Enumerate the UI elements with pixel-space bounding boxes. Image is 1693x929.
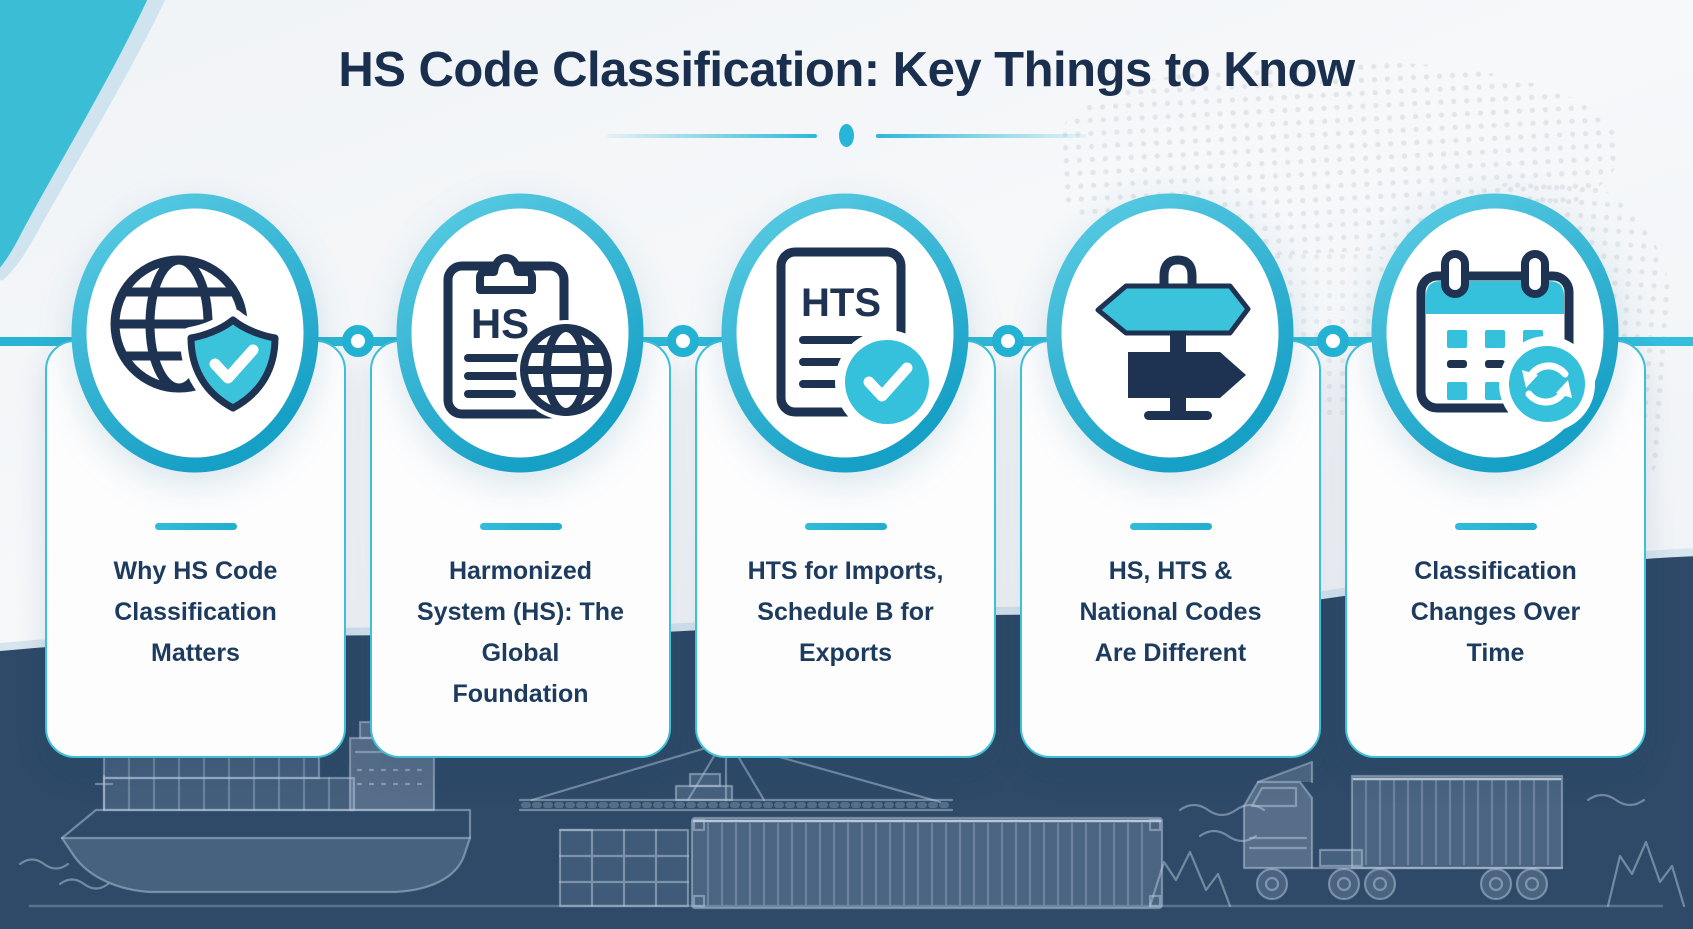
title-divider (0, 124, 1693, 147)
step-column-4: HS, HTS & National Codes Are Different (1020, 0, 1321, 770)
step-icon-circle (70, 192, 320, 474)
step-label: Harmonized System (HS): The Global Found… (417, 557, 624, 708)
clipboard-hs-globe-icon: HS (443, 254, 616, 420)
step-label: HS, HTS & National Codes Are Different (1079, 557, 1262, 667)
step-icon-circle (1045, 192, 1295, 474)
timeline-node-ring (992, 325, 1024, 357)
step-column-2: Harmonized System (HS): The Global Found… (370, 0, 671, 770)
card-divider (804, 523, 887, 530)
step-icon-circle: HS (395, 192, 645, 474)
calendar-refresh-icon (1416, 250, 1595, 432)
signpost-icon (1095, 255, 1251, 420)
step-icon-circle: HTS (720, 192, 970, 474)
step-column-1: Why HS Code Classification Matters (45, 0, 346, 770)
card-divider (154, 523, 237, 530)
corner-wave-decoration (0, 0, 166, 282)
step-label: Classification Changes Over Time (1410, 557, 1581, 667)
timeline-node-ring (1317, 325, 1349, 357)
globe-shield-icon (110, 255, 286, 419)
step-label: Why HS Code Classification Matters (113, 557, 278, 667)
step-icon-circle (1370, 192, 1620, 474)
scenery-lines (28, 793, 1686, 908)
step-column-5: Classification Changes Over Time (1345, 0, 1646, 770)
shipping-containers-illustration (558, 816, 1164, 910)
divider-line (607, 133, 817, 138)
icon-text-hts: HTS (801, 281, 881, 325)
icon-text-hs: HS (471, 300, 529, 347)
step-column-3: HTS for Imports, Schedule B for Exports … (695, 0, 996, 770)
step-label: HTS for Imports, Schedule B for Exports (747, 557, 944, 667)
card-divider (1129, 523, 1212, 530)
hts-document-check-icon: HTS (776, 247, 939, 432)
card-divider (479, 523, 562, 530)
timeline-node-ring (342, 325, 374, 357)
card-divider (1454, 523, 1537, 530)
divider-dot (839, 124, 854, 147)
divider-line (876, 133, 1086, 138)
page-title: HS Code Classification: Key Things to Kn… (338, 43, 1355, 97)
truck-illustration (1242, 760, 1564, 901)
timeline-node-ring (667, 325, 699, 357)
